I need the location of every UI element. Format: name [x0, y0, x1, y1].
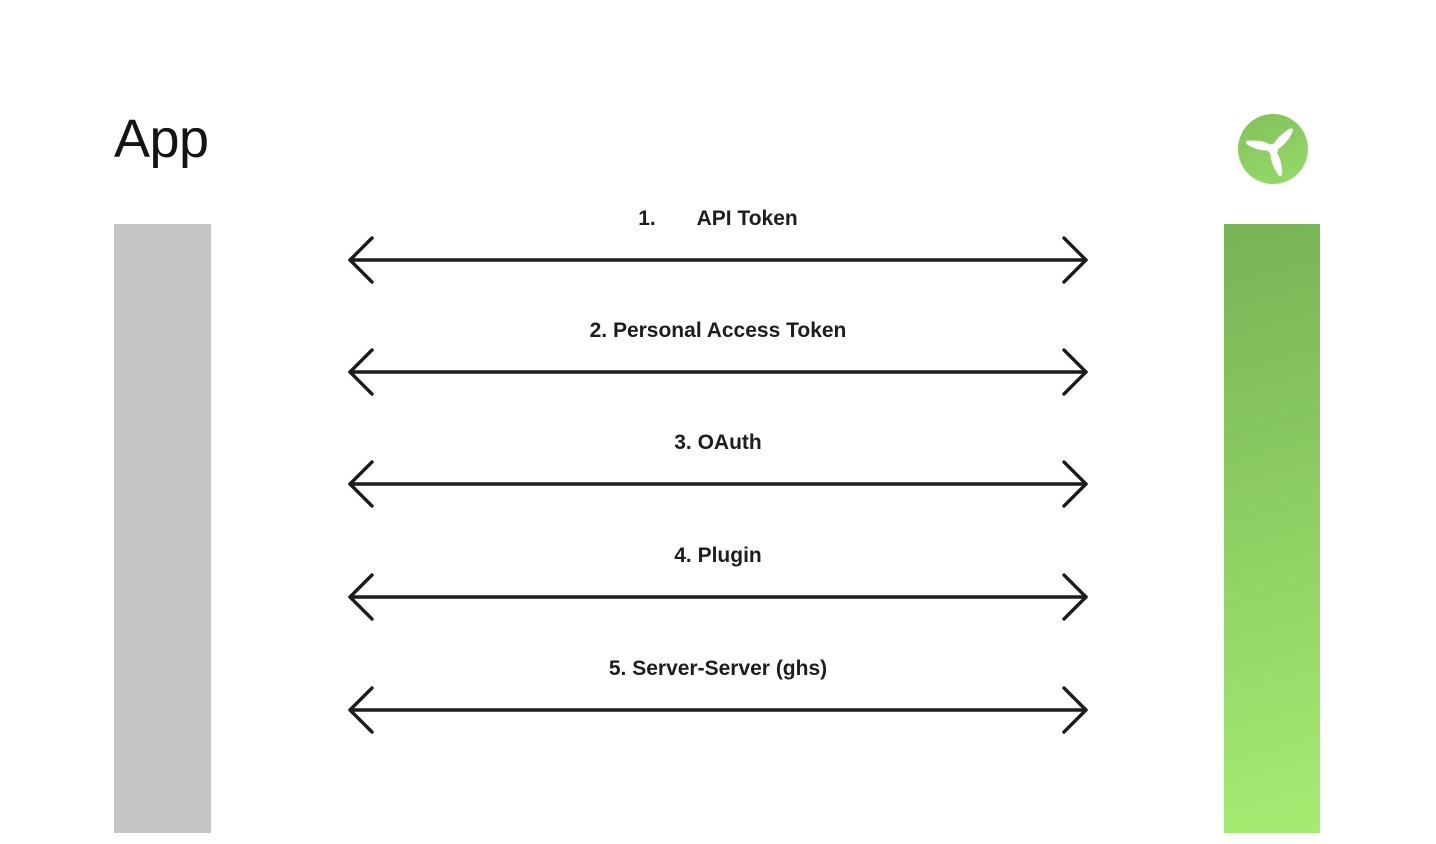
connection-label: 4. Plugin: [674, 544, 762, 567]
left-entity-lifeline-bar: [114, 224, 211, 833]
double-arrow-icon: [348, 460, 1088, 508]
right-entity-lifeline-bar: [1224, 224, 1320, 833]
wind-turbine-icon: [1238, 114, 1308, 184]
connection-row-2: 2. Personal Access Token: [345, 319, 1091, 397]
right-entity-logo: [1238, 114, 1308, 184]
left-entity-title: App: [114, 109, 209, 169]
connection-label: 3. OAuth: [674, 431, 762, 454]
connection-row-4: 4. Plugin: [345, 544, 1091, 622]
connection-row-5: 5. Server-Server (ghs): [345, 657, 1091, 735]
connection-label: 2. Personal Access Token: [589, 319, 847, 342]
connection-row-1: 1. API Token: [345, 207, 1091, 285]
double-arrow-icon: [348, 348, 1088, 396]
connection-row-3: 3. OAuth: [345, 431, 1091, 509]
connection-label: 5. Server-Server (ghs): [608, 657, 828, 680]
connection-label: 1. API Token: [638, 207, 798, 230]
double-arrow-icon: [348, 236, 1088, 284]
double-arrow-icon: [348, 573, 1088, 621]
double-arrow-icon: [348, 686, 1088, 734]
